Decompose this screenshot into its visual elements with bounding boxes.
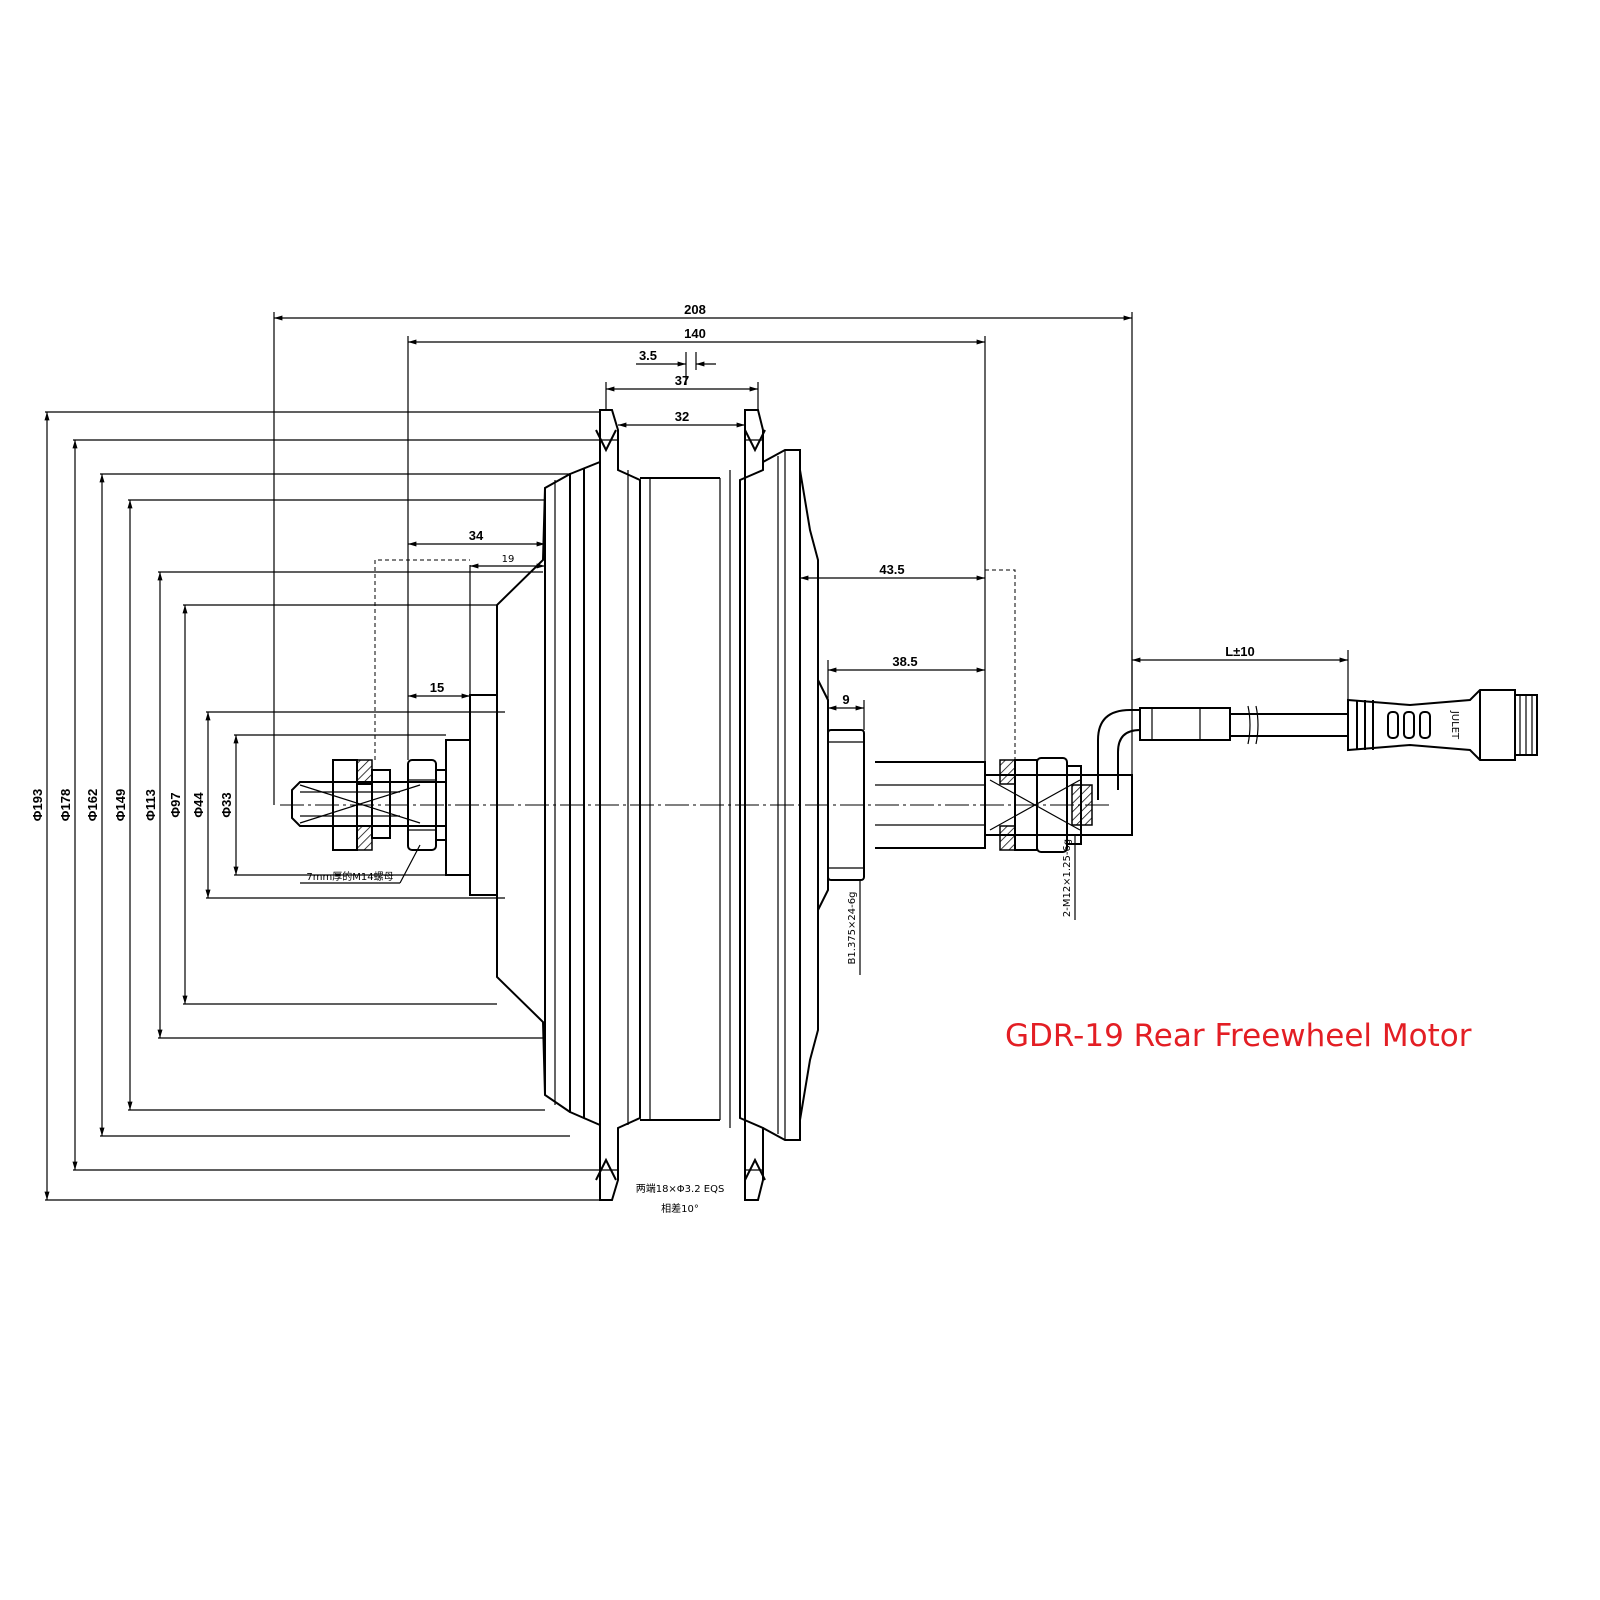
diameter-dimensions: Φ193 Φ178 Φ162 Φ149 Φ113 Φ97 Φ44 Φ33 [30,411,600,1201]
dim-9-label: 9 [842,692,849,707]
spoke-holes-note: 两端18×Φ3.2 EQS [636,1182,725,1195]
drawing-title: GDR-19 Rear Freewheel Motor [1005,1018,1472,1054]
dim-cable-length-label: L±10 [1225,644,1255,659]
dia-44-label: Φ44 [191,792,206,818]
dim-32-label: 32 [675,409,689,424]
dim-15-label: 15 [430,680,444,695]
dim-208-label: 208 [684,302,706,317]
dia-33-label: Φ33 [219,792,234,817]
nut-note: 7mm厚的M14螺母 [306,870,393,883]
dia-113-label: Φ113 [143,789,158,821]
dia-193-label: Φ193 [30,789,45,821]
dia-162-label: Φ162 [85,789,100,821]
spoke-offset-note: 相差10° [661,1202,699,1215]
dim-38-5-label: 38.5 [892,654,917,669]
dim-37-label: 37 [675,373,689,388]
dia-149-label: Φ149 [113,789,128,821]
cable-connector: JULET [1230,689,1538,761]
dim-3-5-label: 3.5 [639,348,657,363]
dim-34-label: 34 [469,528,484,543]
dim-140-label: 140 [684,326,706,341]
axle-thread-note: 2-M12×1.25-6g [1062,839,1073,917]
freewheel-thread-note: B1.375×24-6g [847,892,858,965]
right-axle [827,707,1231,881]
dim-43-5-label: 43.5 [879,562,904,577]
dim-19-label: 19 [502,554,515,565]
dia-97-label: Φ97 [168,792,183,817]
connector-label: JULET [1449,710,1460,740]
motor-body [445,409,829,1201]
notes: 7mm厚的M14螺母 B1.375×24-6g 2-M12×1.25-6g 两端… [300,835,1076,1215]
dia-178-label: Φ178 [58,789,73,821]
horizontal-dimensions: 208 140 3.5 37 32 34 19 15 43.5 [273,302,1349,805]
